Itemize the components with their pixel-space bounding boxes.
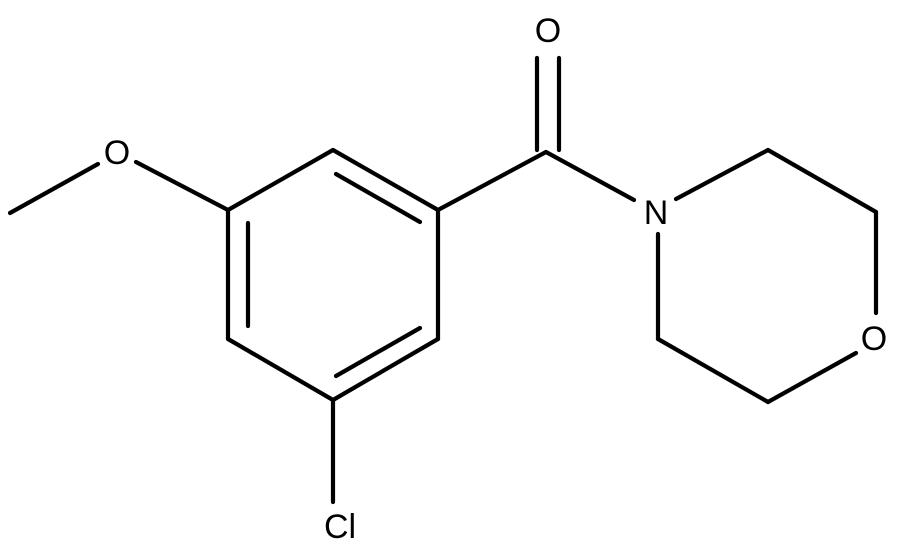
ring-oxygen-label: O bbox=[861, 320, 887, 358]
bond-ring-inner-bottom bbox=[333, 325, 423, 379]
bond-lower-right-carbon-to-lower-carbon bbox=[655, 336, 771, 405]
chloro-group: Cl bbox=[324, 397, 356, 546]
bond-ring-bottom-right bbox=[330, 336, 441, 403]
morpholine-ring: N O bbox=[644, 147, 887, 405]
bond-nitrogen-to-upper-carbon bbox=[673, 147, 771, 202]
methoxy-oxygen-label: O bbox=[104, 134, 130, 172]
bond-ring-bottom-left bbox=[225, 336, 336, 403]
benzene-ring bbox=[225, 147, 441, 403]
bond-ring-to-carbonyl-carbon bbox=[435, 149, 549, 213]
methoxy-group: O bbox=[7, 134, 231, 216]
bond-ring-top-right bbox=[330, 147, 441, 213]
bond-ring-oxygen-to-lower-right-carbon bbox=[765, 350, 859, 405]
chlorine-label: Cl bbox=[324, 508, 356, 546]
bond-upper-carbon-to-upper-right-carbon bbox=[765, 147, 879, 215]
bond-methoxy-oxygen-to-methyl bbox=[7, 161, 101, 216]
carbonyl-group: O bbox=[435, 12, 637, 213]
bond-ring-to-methoxy-oxygen bbox=[133, 159, 231, 213]
bond-ring-top-left bbox=[225, 147, 336, 213]
nitrogen-label: N bbox=[644, 194, 669, 232]
bond-carbonyl-carbon-to-nitrogen bbox=[543, 149, 637, 203]
carbonyl-oxygen-label: O bbox=[535, 12, 561, 50]
bond-ring-inner-top bbox=[333, 171, 423, 225]
